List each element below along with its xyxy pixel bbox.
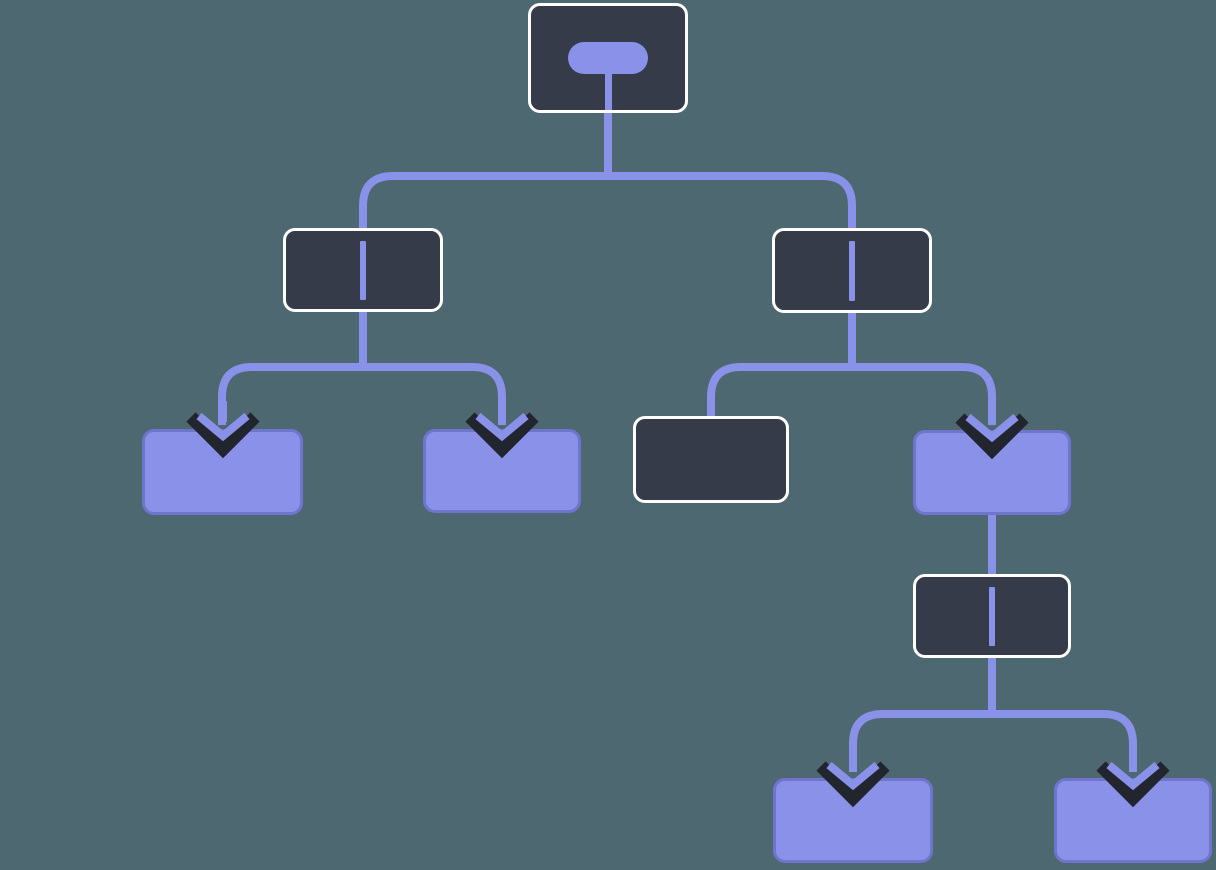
chevron-arrowhead bbox=[475, 412, 529, 442]
empty-dark-node[interactable] bbox=[633, 416, 789, 503]
edge-right-branch-to-children bbox=[707, 312, 996, 425]
chevron-dark-shadow bbox=[465, 412, 539, 459]
chevron-arrowhead bbox=[1106, 761, 1160, 791]
double-chevron-down-icon bbox=[465, 401, 539, 459]
pass-through-node[interactable] bbox=[913, 574, 1071, 658]
vertical-line-icon bbox=[360, 240, 366, 300]
chevron-dark-shadow bbox=[955, 413, 1029, 460]
double-chevron-down-icon bbox=[955, 402, 1029, 460]
chevron-dark-shadow bbox=[1096, 761, 1170, 808]
pill-with-stem-icon bbox=[531, 6, 685, 110]
branch-node-right[interactable] bbox=[772, 228, 932, 313]
root-node[interactable] bbox=[528, 3, 688, 113]
chevron-arrowhead bbox=[195, 412, 250, 442]
pill-stem-line bbox=[604, 74, 612, 110]
chevron-arrowhead bbox=[965, 413, 1019, 443]
edge-passthrough-to-bottom-leaves bbox=[849, 656, 1137, 772]
double-chevron-down-icon bbox=[816, 750, 890, 808]
double-chevron-down-icon bbox=[1096, 750, 1170, 808]
branch-node-left[interactable] bbox=[283, 228, 443, 312]
chevron-arrowhead bbox=[826, 761, 880, 791]
edge-root-to-branches bbox=[359, 110, 856, 229]
chevron-dark-shadow bbox=[816, 761, 890, 808]
vertical-line-icon bbox=[989, 586, 995, 646]
vertical-line-icon bbox=[849, 240, 855, 301]
pill-shape bbox=[568, 42, 648, 74]
edge-left-branch-to-leaves bbox=[218, 311, 506, 425]
chevron-dark-shadow bbox=[185, 412, 260, 459]
double-chevron-down-icon bbox=[185, 401, 260, 459]
